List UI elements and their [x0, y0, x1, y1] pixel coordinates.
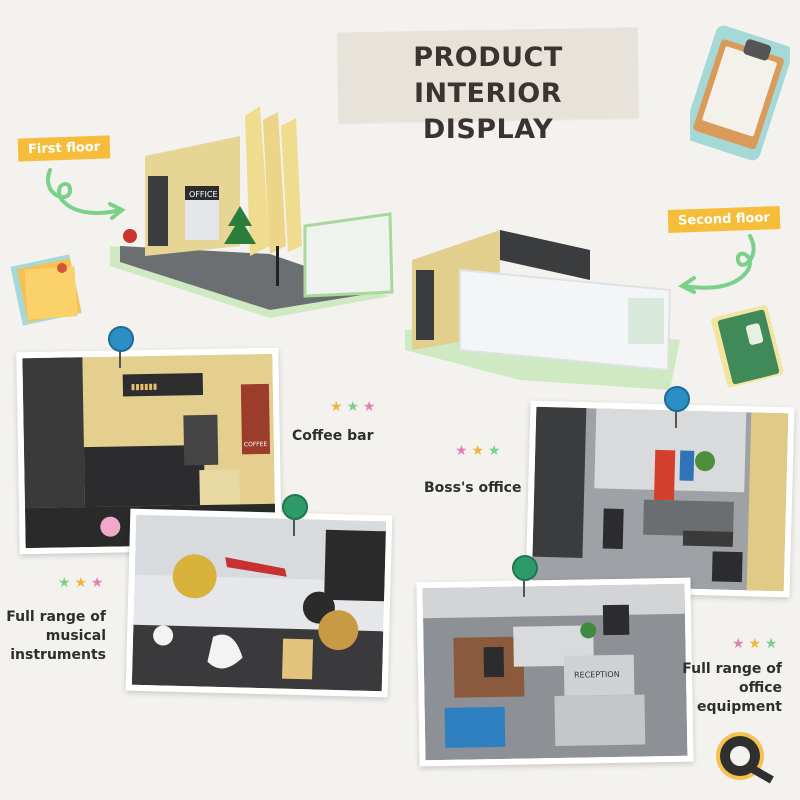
office-equipment-callout: Full range of office equipment: [682, 660, 782, 717]
instruments-callout-line: Full range of: [6, 609, 106, 625]
curly-arrow-icon: [40, 160, 130, 220]
office-equipment-photo: RECEPTION: [416, 577, 694, 767]
sparkle-icon: ★ ★ ★: [455, 442, 501, 458]
coffee-poster-label: COFFEE: [244, 441, 268, 448]
page-title: PRODUCT INTERIOR DISPLAY: [338, 40, 638, 148]
boss-office-callout: Boss's office: [424, 480, 522, 496]
boss-office-photo: [525, 400, 795, 598]
binder-icon: [708, 300, 788, 390]
musical-instruments-photo: [125, 508, 393, 698]
instruments-callout: Full range of musical instruments: [6, 608, 106, 665]
tape-icon: [708, 718, 778, 788]
coffee-bar-callout: Coffee bar: [292, 428, 374, 444]
sparkle-icon: ★ ★ ★: [58, 574, 104, 590]
office-equipment-callout-line: Full range of: [682, 661, 782, 677]
title-line-2: DISPLAY: [422, 114, 554, 145]
clipboard-icon: [683, 18, 793, 168]
curly-arrow-icon: [670, 228, 770, 298]
office-sign: OFFICE: [189, 190, 218, 199]
pin-icon: [108, 326, 134, 368]
pin-icon: [282, 494, 308, 536]
sparkle-icon: ★ ★ ★: [330, 398, 376, 414]
title-line-1: PRODUCT INTERIOR: [413, 42, 563, 109]
pin-icon: [512, 555, 538, 597]
sticky-note-icon: [8, 250, 88, 330]
first-floor-tag: First floor: [17, 135, 111, 162]
office-equipment-callout-line: equipment: [696, 699, 782, 715]
instruments-callout-line: musical: [45, 628, 106, 644]
second-floor-model: [400, 200, 690, 390]
reception-sign: RECEPTION: [574, 670, 620, 680]
pin-icon: [664, 386, 690, 428]
svg-text:▮▮▮▮▮▮: ▮▮▮▮▮▮: [131, 382, 158, 391]
first-floor-model: OFFICE: [100, 96, 400, 326]
instruments-callout-line: instruments: [10, 647, 106, 663]
sparkle-icon: ★ ★ ★: [732, 635, 778, 651]
office-equipment-callout-line: office: [738, 680, 782, 696]
